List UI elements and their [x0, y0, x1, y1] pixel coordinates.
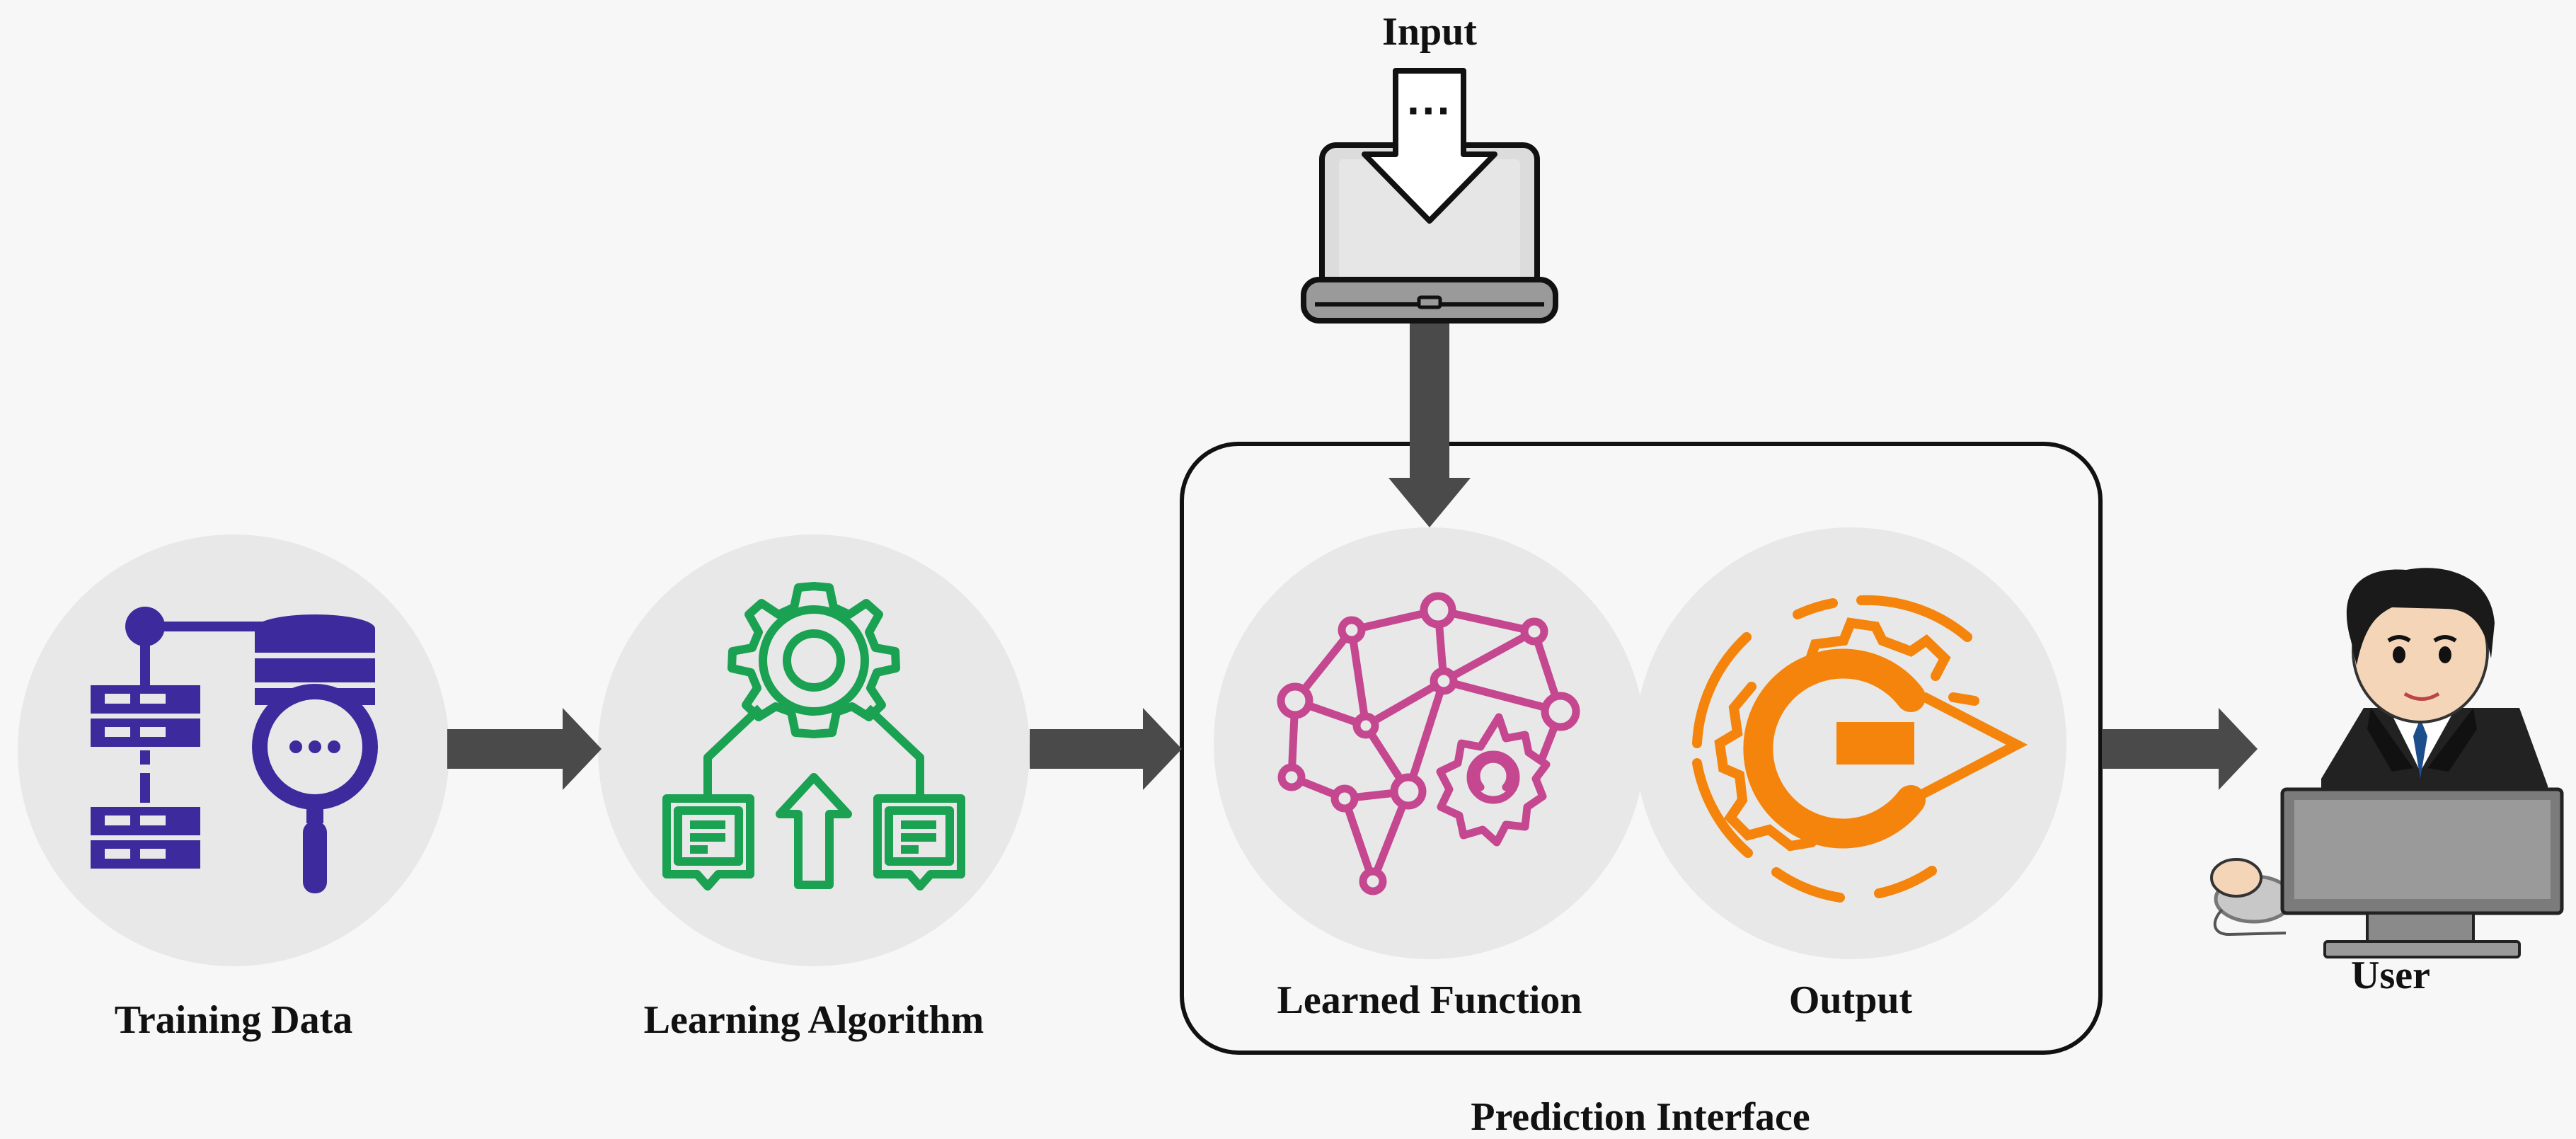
- gear-flow-icon: [662, 582, 965, 891]
- database-search-icon: [91, 607, 378, 893]
- user-label: User: [2351, 954, 2430, 997]
- gear-play-icon: [1692, 595, 2028, 903]
- learning-algorithm-label: Learning Algorithm: [643, 998, 984, 1042]
- arrow-training-to-algorithm: [447, 708, 602, 790]
- prediction-interface-frame: [1180, 442, 2103, 1055]
- input-down-arrow-icon: [1362, 68, 1497, 224]
- arrow-algorithm-to-interface: [1030, 708, 1182, 790]
- prediction-interface-label: Prediction Interface: [1471, 1095, 1810, 1139]
- arrow-interface-to-user: [2102, 708, 2258, 790]
- user-avatar: [2210, 568, 2564, 958]
- output-label: Output: [1788, 978, 1913, 1022]
- brain-network-icon: [1277, 592, 1580, 895]
- arrow-input-down: [1388, 320, 1471, 527]
- learned-function-label: Learned Function: [1277, 978, 1582, 1022]
- learned-function-circle: [1214, 527, 1645, 959]
- laptop-screen-dots: ···: [1407, 85, 1452, 136]
- training-data-label: Training Data: [114, 998, 353, 1042]
- input-label: Input: [1382, 10, 1477, 54]
- training-data-circle: [18, 534, 449, 966]
- learning-algorithm-circle: [598, 534, 1030, 966]
